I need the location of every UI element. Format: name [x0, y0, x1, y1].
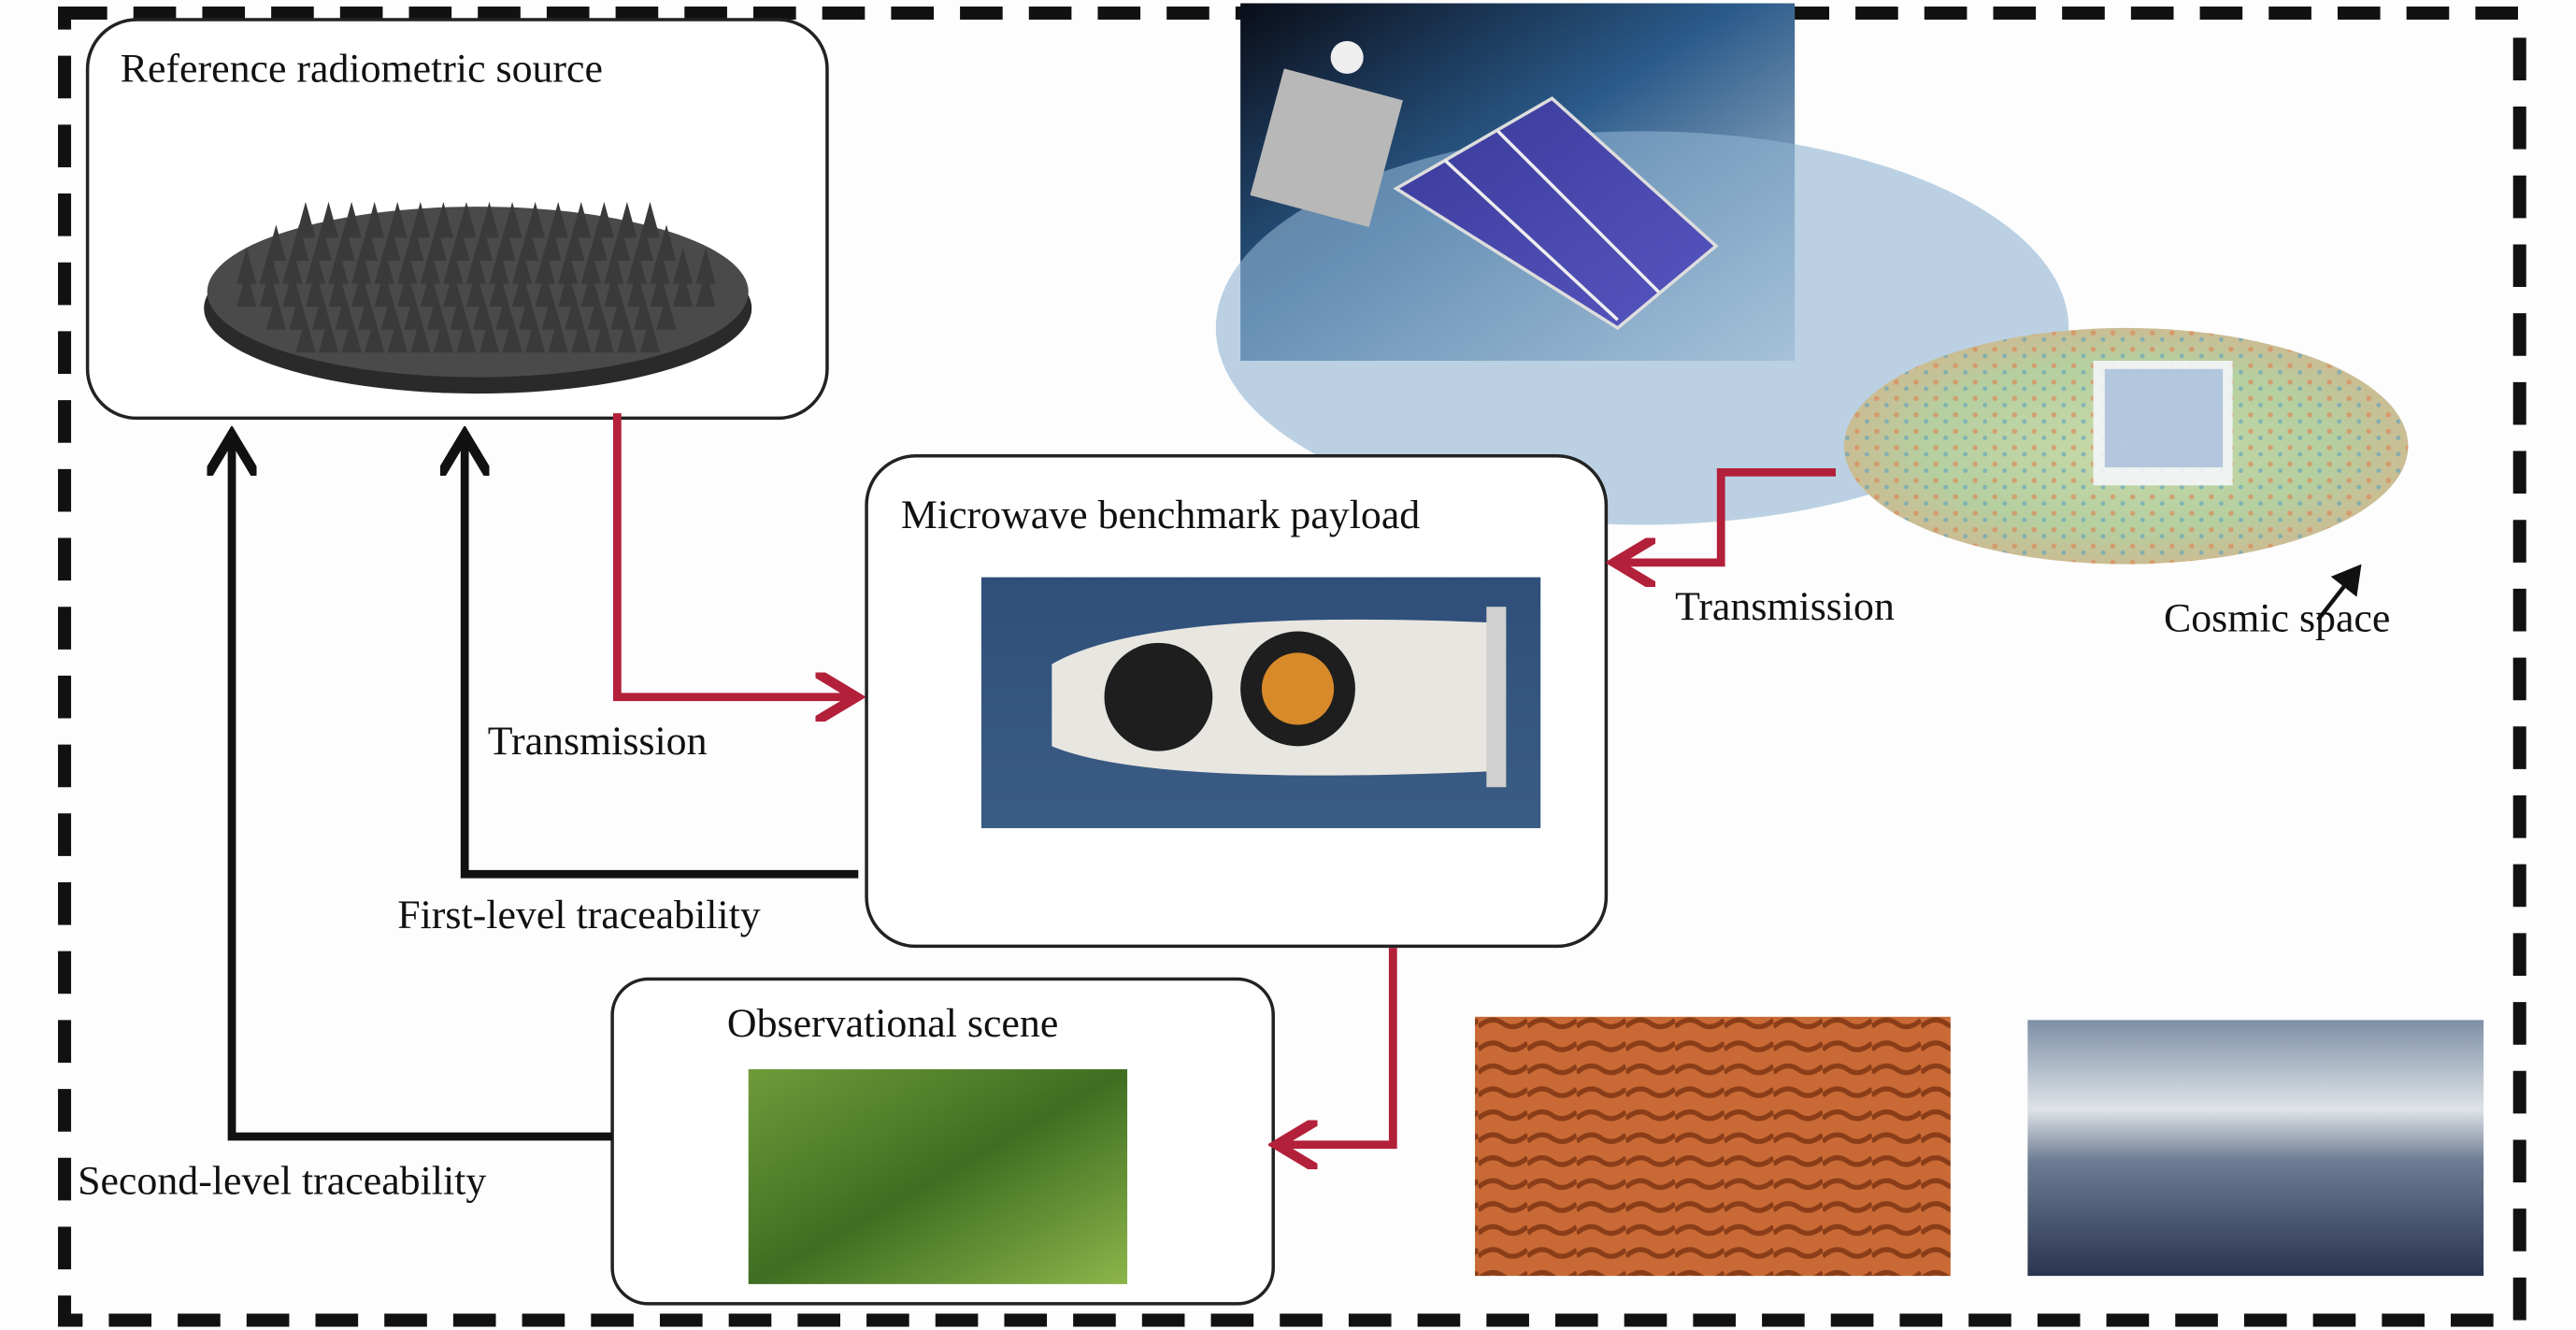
transmission-arrow-cosmic-to-payload: [1623, 467, 1837, 563]
cosmic-space-map: [1843, 327, 2409, 565]
transmission-arrow-payload-to-scene: [1284, 948, 1397, 1145]
blackbody-target-image: [204, 201, 752, 394]
payload-instrument-image: [980, 577, 1541, 829]
transmission-label-right: Transmission: [1675, 584, 1895, 629]
observational-scene-box: Observational scene: [610, 977, 1275, 1306]
forest-image: [748, 1069, 1128, 1284]
observational-scene-title: Observational scene: [727, 1001, 1058, 1046]
ocean-image: [2027, 1020, 2484, 1277]
first-level-traceability-label: First-level traceability: [397, 893, 761, 937]
reference-source-box: Reference radiometric source: [85, 18, 829, 421]
microwave-payload-title: Microwave benchmark payload: [901, 493, 1420, 537]
microwave-payload-box: Microwave benchmark payload: [865, 454, 1609, 949]
transmission-label-left: Transmission: [488, 719, 708, 764]
cosmic-pointer-arrow: [2316, 564, 2362, 622]
second-level-traceability-arrow: [232, 443, 613, 1141]
outer-dashed-border: [58, 7, 2526, 1327]
desert-image: [1475, 1016, 1951, 1277]
cosmic-space-label: Cosmic space: [2164, 596, 2390, 641]
reference-source-title: Reference radiometric source: [121, 47, 603, 92]
transmission-arrow-source-to-payload: [612, 413, 848, 697]
second-level-traceability-label: Second-level traceability: [78, 1158, 486, 1203]
first-level-traceability-arrow: [465, 443, 859, 879]
